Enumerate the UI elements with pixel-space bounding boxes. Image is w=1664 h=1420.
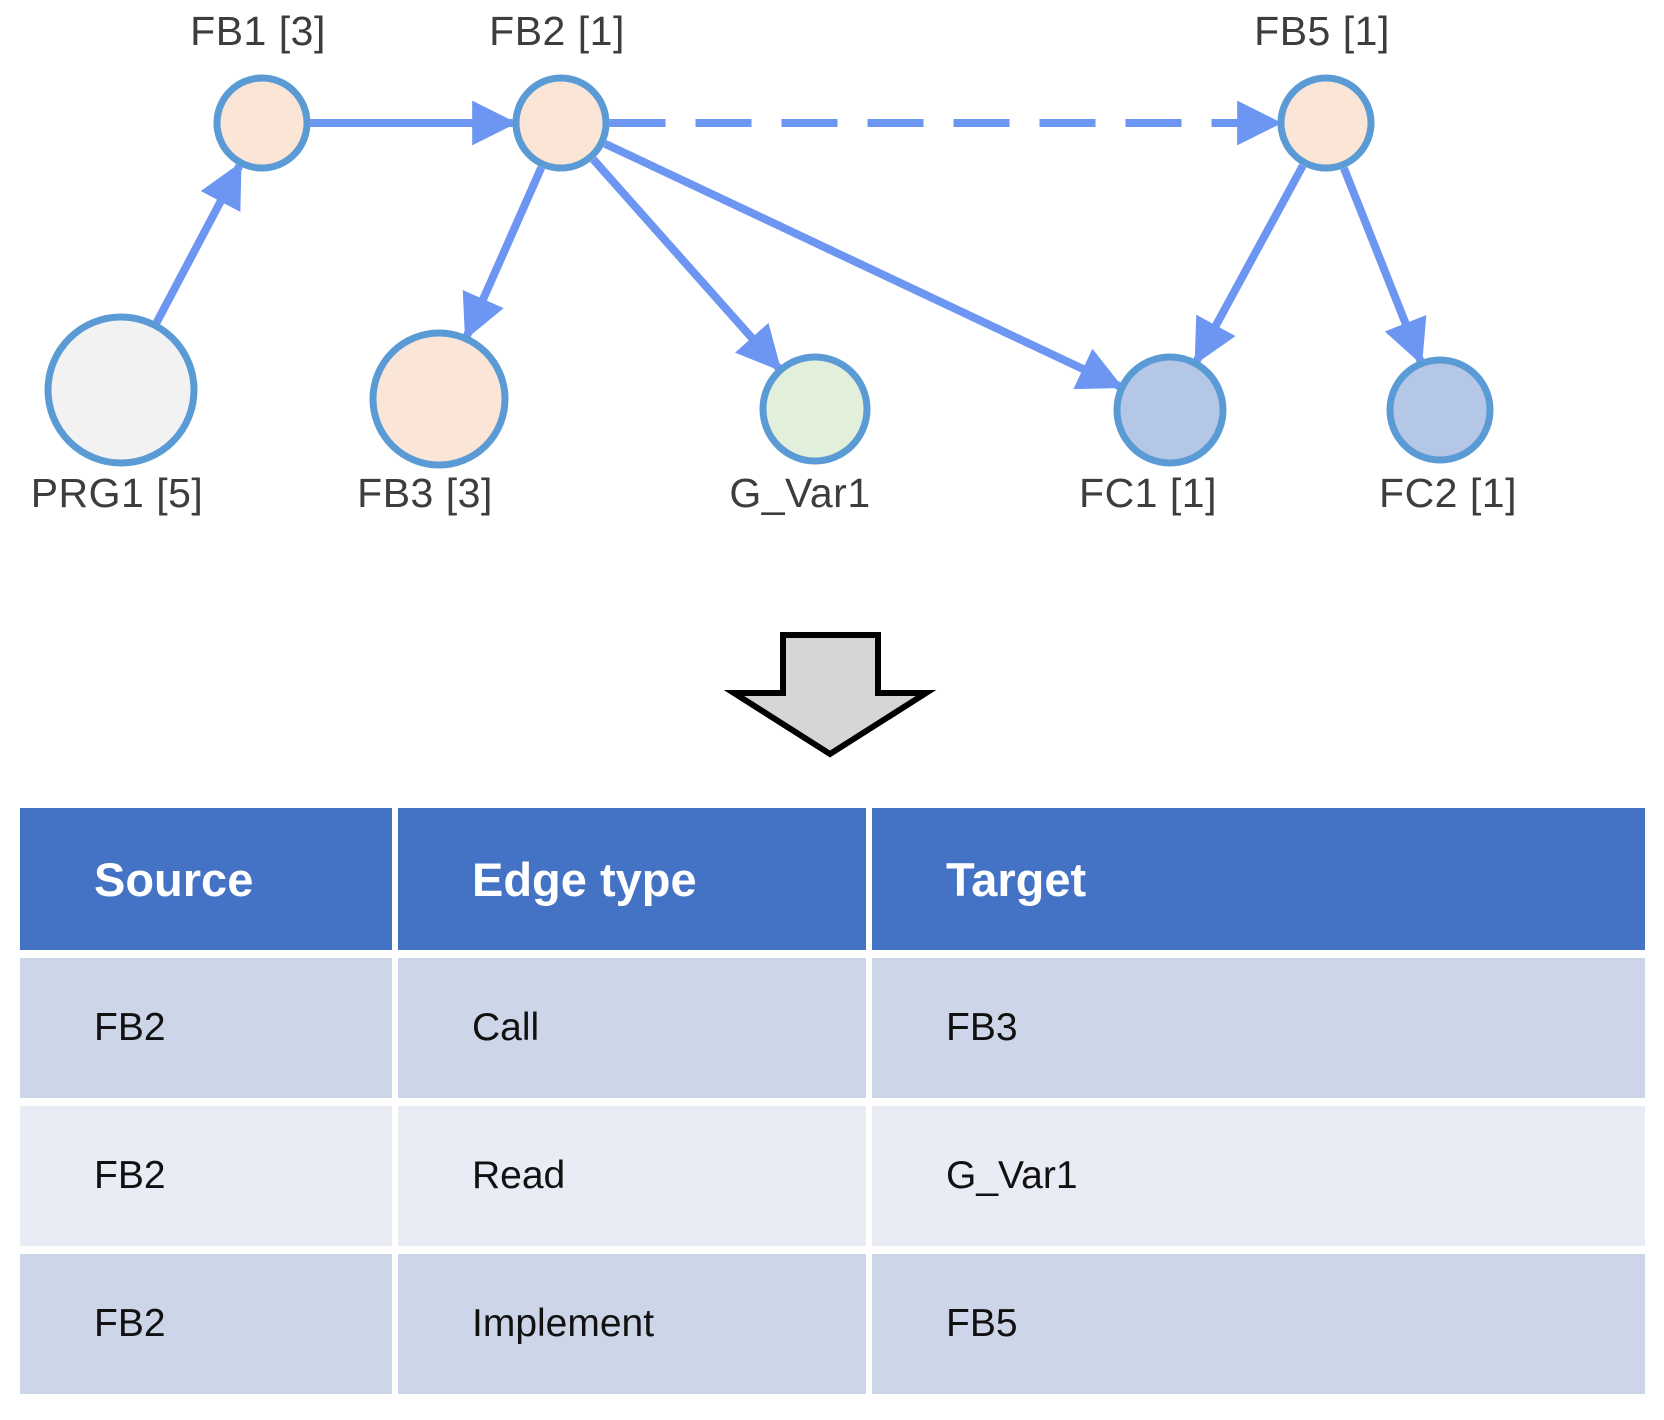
node-fb1	[213, 74, 311, 172]
node-label-gvar1: G_Var1	[729, 470, 871, 516]
node-label-prg1: PRG1 [5]	[30, 470, 204, 516]
cell-row3-target: FB5	[872, 1254, 1645, 1394]
node-fb2	[512, 74, 610, 172]
edge-fb5-fc1	[1193, 163, 1307, 365]
cell-row3-source: FB2	[20, 1254, 392, 1394]
cell-row2-source: FB2	[20, 1106, 392, 1246]
edge-fb5-fc2	[1340, 166, 1427, 365]
edge-fb2-gvar1	[590, 156, 782, 372]
node-fc1	[1113, 353, 1227, 467]
cell-row1-source: FB2	[20, 958, 392, 1098]
node-prg1	[44, 313, 198, 467]
edge-table: Source Edge type Target FB2 Call FB3 FB2…	[20, 808, 1645, 1394]
header-cell-target: Target	[872, 808, 1645, 950]
edge-prg1-fb1	[152, 161, 243, 325]
edge-fb2-fb3	[462, 165, 546, 340]
node-label-fb2: FB2 [1]	[489, 8, 625, 54]
header-cell-edge-type: Edge type	[398, 808, 866, 950]
node-label-fc2: FC2 [1]	[1379, 470, 1517, 516]
node-label-fb3: FB3 [3]	[357, 470, 493, 516]
cell-row2-edge-type: Read	[398, 1106, 866, 1246]
cell-row2-target: G_Var1	[872, 1106, 1645, 1246]
node-fb5	[1277, 74, 1375, 172]
cell-row3-edge-type: Implement	[398, 1254, 866, 1394]
header-cell-source: Source	[20, 808, 392, 950]
node-label-fb5: FB5 [1]	[1254, 8, 1390, 54]
edge-fb2-fc1	[603, 140, 1124, 390]
node-gvar1	[759, 353, 871, 465]
down-arrow-icon	[723, 632, 937, 758]
node-label-fb1: FB1 [3]	[190, 8, 326, 54]
cell-row1-target: FB3	[872, 958, 1645, 1098]
node-label-fc1: FC1 [1]	[1079, 470, 1217, 516]
node-fb3	[369, 329, 509, 469]
node-fc2	[1386, 356, 1494, 464]
cell-row1-edge-type: Call	[398, 958, 866, 1098]
call-graph-diagram	[44, 74, 1494, 469]
